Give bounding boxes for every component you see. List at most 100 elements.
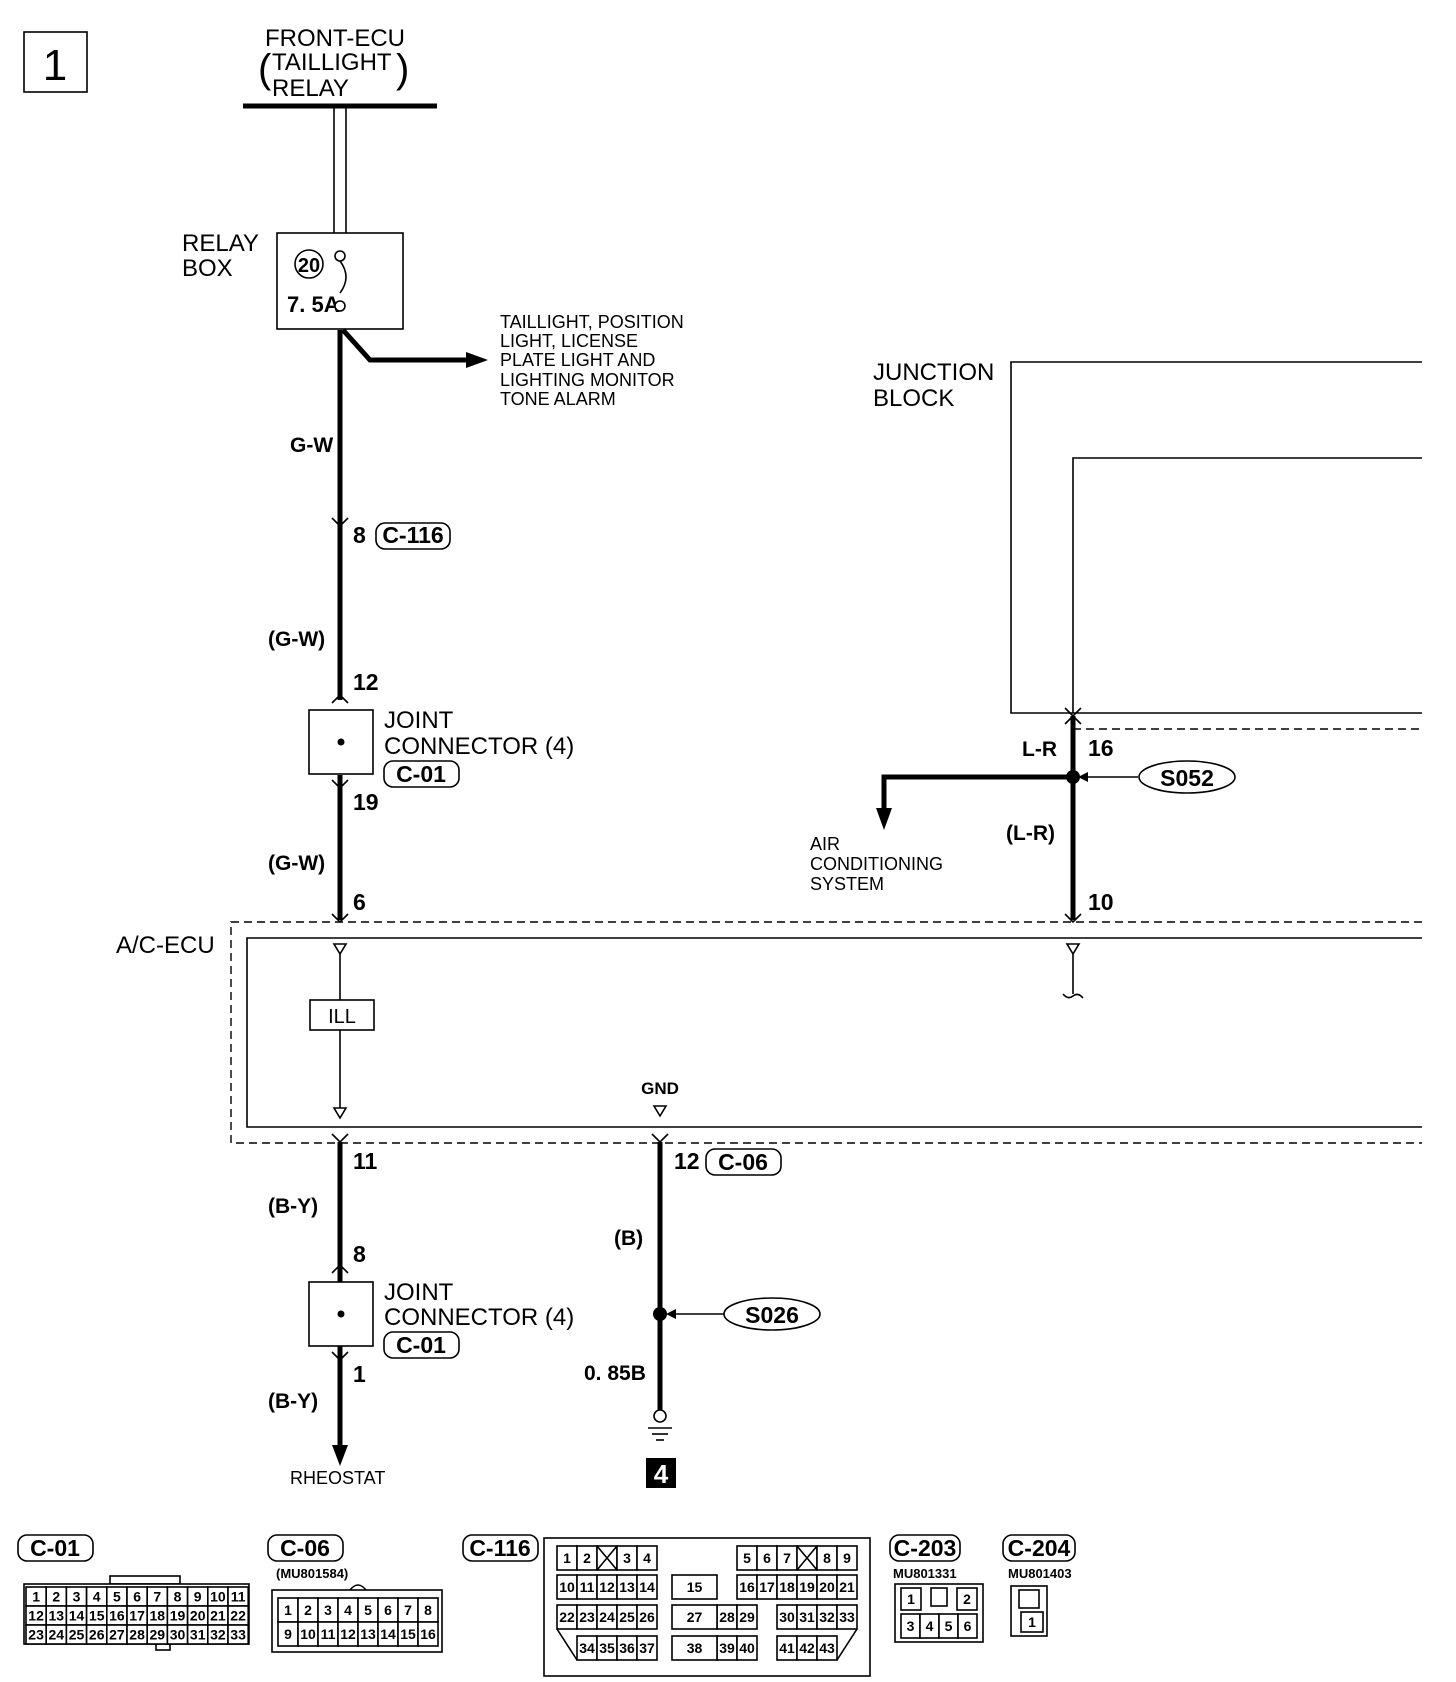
legend-c01-title-box [17, 1534, 94, 1562]
fuse-rating: 7. 5A [287, 292, 340, 317]
legend-c116-pin-label: 39 [719, 1640, 735, 1656]
legend-c204-title: C-204 [1008, 1535, 1071, 1561]
ground-marker-box [646, 1458, 676, 1488]
ac-ecu-inner [246, 937, 1422, 1128]
ground-terminal [653, 1409, 667, 1423]
legend-c01-pin-label: 13 [49, 1608, 65, 1624]
legend-c116-blank-cell [796, 1545, 818, 1571]
legend-c01-pin-label: 33 [230, 1627, 246, 1643]
legend-c116-pin-label: 10 [559, 1579, 575, 1595]
legend-c116-pin-label: 35 [599, 1640, 615, 1656]
wire-label-gw-1: G-W [290, 434, 333, 457]
ecu-lr-chevron [1064, 913, 1082, 924]
taillight-line2: LIGHT, LICENSE [500, 331, 638, 351]
jc2-out-chevron [331, 1351, 349, 1362]
legend-c116-blank-cell [596, 1545, 618, 1571]
front-ecu-line1: FRONT-ECU [265, 25, 405, 52]
legend-c01-pin-label: 30 [170, 1627, 186, 1643]
arrow-right-icon [466, 352, 488, 368]
conn-ref-c116: C-116 [382, 522, 443, 548]
legend-c116-pin-label: 6 [763, 1550, 771, 1566]
rheostat-label: RHEOSTAT [290, 1468, 385, 1488]
lr-internal-break-icon [1062, 993, 1084, 999]
legend-c116-pin-label: 28 [719, 1609, 735, 1625]
legend-c06-pin-label: 3 [324, 1602, 332, 1618]
legend-c116-cell [671, 1604, 718, 1630]
legend-c06-pin-label: 6 [384, 1602, 392, 1618]
legend-c06-pin-label: 7 [404, 1602, 412, 1618]
legend-c116-pin-label: 4 [643, 1550, 651, 1566]
relay-box-label2: BOX [182, 255, 233, 282]
legend-c203-pin-label: 1 [907, 1591, 915, 1607]
taillight-line3: PLATE LIGHT AND [500, 350, 655, 370]
jc2-label2: CONNECTOR (4) [384, 1304, 574, 1331]
legend-c116-pin-label: 31 [799, 1609, 815, 1625]
legend-c116-pin-label: 22 [559, 1609, 575, 1625]
jc1-label1: JOINT [384, 707, 454, 734]
legend-c01-pin-label: 11 [231, 1589, 246, 1605]
ac-ecu-label: A/C-ECU [116, 932, 215, 959]
pin-jc2-out: 1 [353, 1361, 366, 1387]
legend-c116-pin-label: 11 [580, 1579, 595, 1595]
legend-c116-cell [636, 1635, 658, 1661]
legend-c116-pin-label: 7 [783, 1550, 791, 1566]
wire-label-lr-1: L-R [1022, 738, 1057, 761]
fuse-number-circle [294, 249, 324, 279]
legend-c203-part: MU801331 [893, 1566, 957, 1581]
legend-c116-cell [636, 1574, 658, 1600]
conn-ref-c01b: C-01 [396, 1332, 446, 1358]
legend-c01-pin-label: 14 [69, 1608, 85, 1624]
legend-c204-title-box [1002, 1534, 1076, 1562]
pin-jc1-in: 12 [353, 669, 379, 695]
splice-s052-oval [1138, 760, 1236, 794]
legend-c01-pin-label: 12 [28, 1608, 44, 1624]
legend-c204-key [1018, 1589, 1040, 1609]
legend-c116-cell [816, 1635, 838, 1661]
legend-c116-pin-label: 27 [687, 1609, 703, 1625]
legend-c01-pin-label: 27 [109, 1627, 125, 1643]
legend-c203-cell [900, 1587, 922, 1611]
legend-c01-latch [155, 1643, 171, 1651]
junction-block-label2: BLOCK [873, 385, 954, 412]
legend-c01-pin-label: 3 [73, 1589, 81, 1605]
ill-out-marker [332, 1107, 348, 1120]
legend-c01-pin-label: 24 [49, 1627, 65, 1643]
legend-c06-pin-label: 5 [364, 1602, 372, 1618]
legend-c116-pin-label: 1 [563, 1550, 571, 1566]
legend-c203-key [930, 1587, 948, 1607]
pin-ecu-in: 6 [353, 889, 366, 915]
legend-c06-pin-label: 14 [380, 1626, 396, 1642]
ac-branch-wire [881, 774, 1073, 810]
legend-c116-pin-label: 24 [599, 1609, 615, 1625]
fuse-terminal-bottom [334, 300, 346, 312]
legend-c01-pin-label: 23 [28, 1627, 44, 1643]
fuse-number: 20 [298, 255, 320, 277]
front-ecu-paren-open: ( [258, 47, 272, 91]
legend-c116-pin-label: 9 [843, 1550, 851, 1566]
legend-c01-pin-label: 25 [69, 1627, 85, 1643]
front-ecu-line2: TAILLIGHT [272, 49, 392, 76]
splice-s026-oval [723, 1297, 821, 1331]
front-ecu-paren-close: ) [396, 47, 409, 91]
legend-c116-cell [836, 1604, 858, 1630]
legend-c116-pin-label: 19 [799, 1579, 815, 1595]
legend-c01-pin-label: 29 [150, 1627, 166, 1643]
pin-lr: 16 [1088, 735, 1114, 761]
legend-c116-pin-label: 25 [619, 1609, 635, 1625]
gnd-label: GND [641, 1079, 679, 1098]
legend-c204: C-204 MU801403 1 [1002, 1534, 1076, 1637]
legend-c116-cell [836, 1545, 858, 1571]
pin-c116: 8 [353, 522, 366, 548]
splice-s026-dot [653, 1307, 667, 1321]
legend-c116-pin-label: 17 [759, 1579, 775, 1595]
legend-c116-cell [636, 1545, 658, 1571]
taillight-branch-wire [341, 328, 470, 363]
jc1-label2: CONNECTOR (4) [384, 733, 574, 760]
conn-ref-c01a: C-01 [396, 761, 446, 787]
relay-box [276, 232, 404, 330]
legend-c116-title: C-116 [469, 1535, 530, 1561]
conn-ref-c06-box [705, 1148, 782, 1176]
